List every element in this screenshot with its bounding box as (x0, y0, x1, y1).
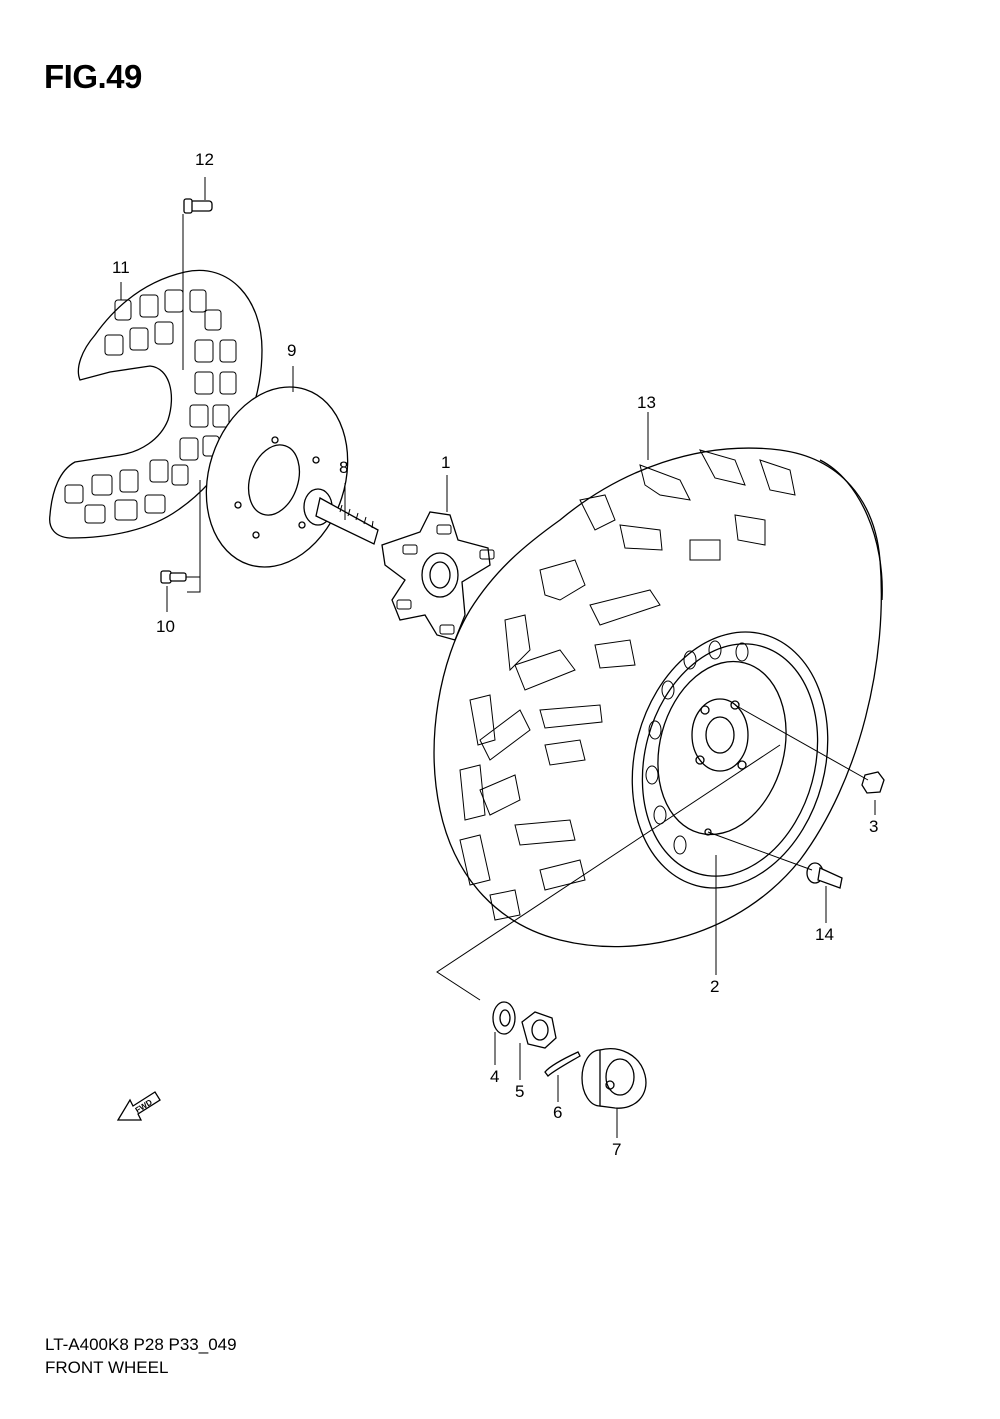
guard-bolt-12 (183, 198, 213, 214)
valve-14 (806, 862, 843, 889)
callout-2: 2 (710, 977, 719, 996)
callout-9: 9 (287, 341, 296, 360)
callout-6: 6 (553, 1103, 562, 1122)
callout-13: 13 (637, 393, 656, 412)
wheel-hub (381, 511, 495, 641)
callout-12: 12 (195, 150, 214, 169)
callout-3: 3 (869, 817, 878, 836)
callout-4: 4 (490, 1067, 499, 1086)
leader-lines (120, 177, 876, 1138)
wheel-rim (631, 631, 829, 889)
callout-14: 14 (815, 925, 834, 944)
model-code: LT-A400K8 P28 P33_049 (45, 1335, 237, 1354)
figure-title: FIG.49 (44, 58, 142, 95)
cotter-pin-6 (544, 1051, 581, 1077)
callout-5: 5 (515, 1082, 524, 1101)
callout-10: 10 (156, 617, 175, 636)
axle-shaft (303, 488, 379, 545)
washer-4 (492, 1001, 516, 1035)
callout-7: 7 (612, 1140, 621, 1159)
section-name: FRONT WHEEL (45, 1358, 169, 1377)
wheel-nut-3 (861, 771, 885, 794)
fwd-arrow-icon: FWD (116, 1091, 161, 1121)
disc-bolt-10 (160, 570, 187, 584)
callout-1: 1 (441, 453, 450, 472)
callout-labels: 1 2 3 4 5 6 7 8 9 10 11 12 13 14 (112, 150, 878, 1159)
hub-cap-7 (581, 1048, 647, 1109)
castle-nut-5 (521, 1011, 557, 1049)
callout-11: 11 (112, 258, 130, 277)
callout-8: 8 (339, 458, 348, 477)
